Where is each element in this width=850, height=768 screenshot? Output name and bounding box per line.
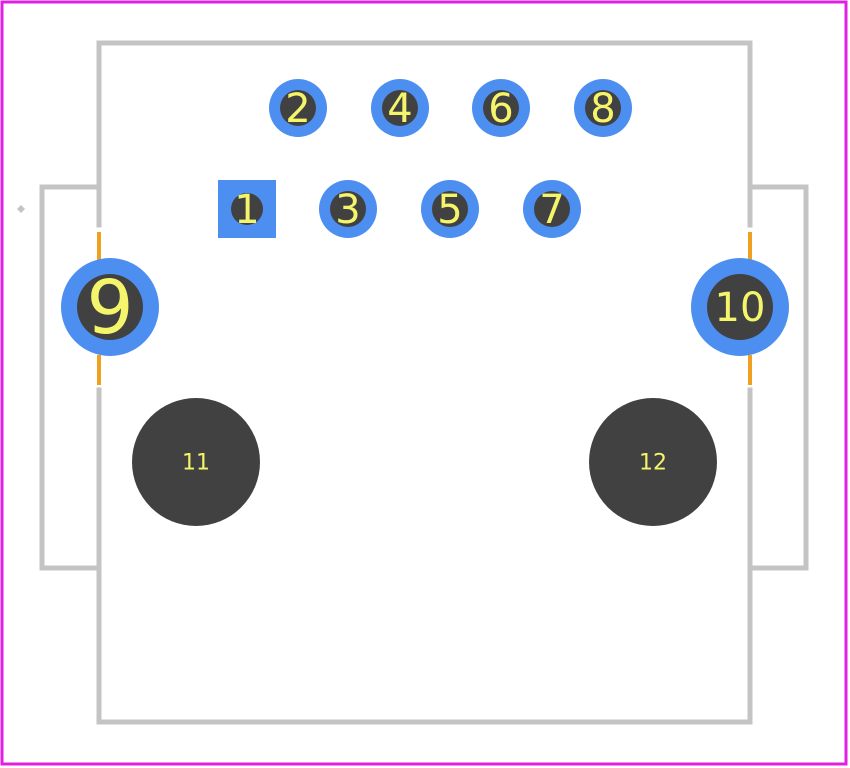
pad-6-label: 6 — [488, 86, 513, 132]
pad-6: 6 — [472, 79, 530, 137]
pad-1-label: 1 — [234, 187, 259, 233]
pad-6-drill — [483, 90, 519, 126]
pad-2: 2 — [269, 79, 327, 137]
pad-3: 3 — [319, 180, 377, 238]
pad-12-label: 12 — [639, 451, 667, 476]
pad-2-drill — [280, 90, 316, 126]
pad-12: 12 — [589, 398, 717, 526]
pad-11: 11 — [132, 398, 260, 526]
pad-9: 9 — [61, 258, 159, 356]
pad-12-drill — [589, 398, 717, 526]
silk-right-tab — [749, 184, 809, 571]
pad-3-label: 3 — [335, 187, 360, 233]
pad-7: 7 — [523, 180, 581, 238]
pad-4: 4 — [371, 79, 429, 137]
pad-9-label: 9 — [86, 265, 133, 351]
pad-3-drill — [330, 191, 366, 227]
pad-8-label: 8 — [590, 86, 615, 132]
pad-8-drill — [585, 90, 621, 126]
silkscreen-outline — [39, 40, 809, 725]
keepout-marks — [97, 232, 752, 385]
pad-11-label: 11 — [182, 451, 210, 476]
pad-8: 8 — [574, 79, 632, 137]
pad-10-drill — [707, 274, 773, 340]
pad-1-drill — [231, 193, 263, 225]
origin-marker — [17, 205, 25, 213]
pad-9-drill — [77, 274, 143, 340]
pad-10: 10 — [691, 258, 789, 356]
pad-11-drill — [132, 398, 260, 526]
pad-5-label: 5 — [437, 187, 462, 233]
pad-4-drill — [382, 90, 418, 126]
pad-5-drill — [432, 191, 468, 227]
pad-4-label: 4 — [387, 86, 412, 132]
pad-7-drill — [534, 191, 570, 227]
pad-5: 5 — [421, 180, 479, 238]
pad-1: 1 — [218, 180, 276, 238]
silk-left-tab — [39, 184, 100, 571]
pad-2-label: 2 — [285, 86, 310, 132]
pad-7-label: 7 — [539, 187, 564, 233]
pad-10-label: 10 — [715, 285, 766, 331]
